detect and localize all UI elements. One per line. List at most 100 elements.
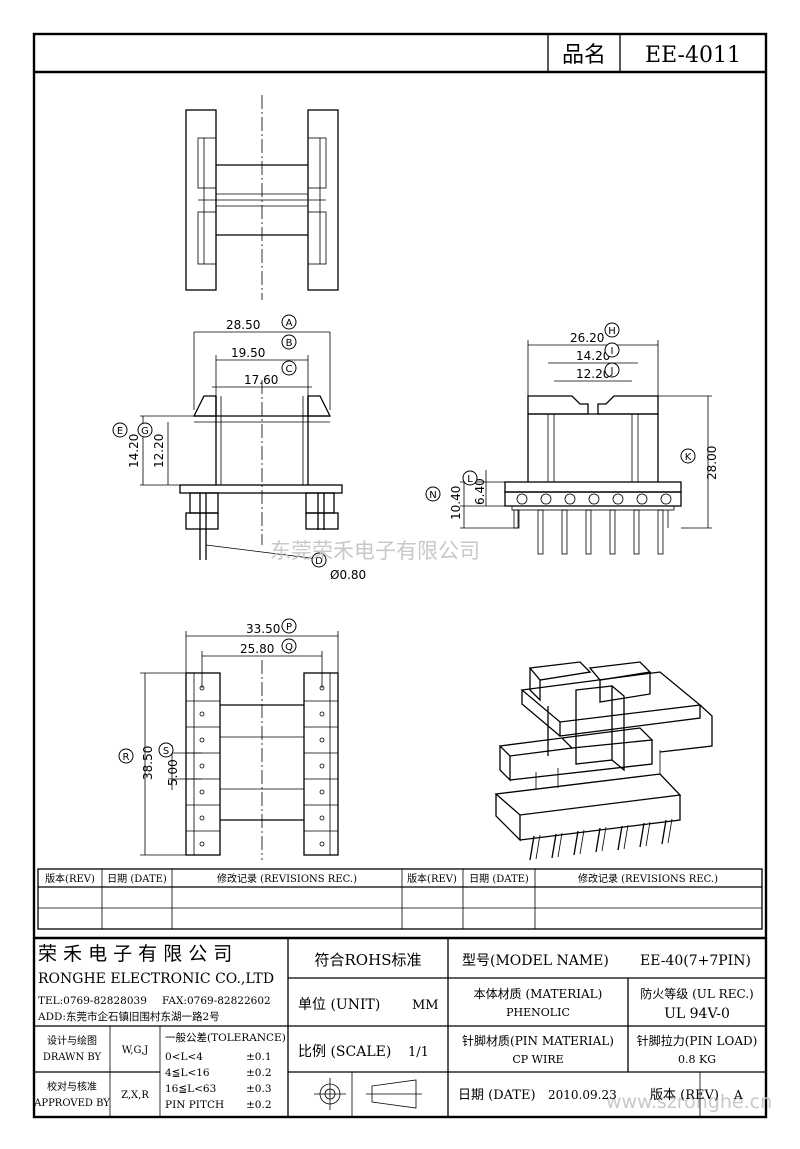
- revision-table: 版本(REV) 日期 (DATE) 修改记录 (REVISIONS REC.) …: [37, 868, 763, 930]
- svg-text:I: I: [611, 346, 614, 357]
- dim-h: 26.20: [570, 331, 604, 345]
- dim-d: Ø0.80: [330, 568, 366, 582]
- tolerance-range-4: PIN PITCH: [165, 1099, 224, 1111]
- balloon-e: E: [112, 422, 128, 438]
- bottom-view: 33.50 25.80 38.50 5.00: [140, 622, 339, 860]
- iso-pins: [529, 818, 673, 861]
- unit-label: 单位 (UNIT): [298, 997, 380, 1013]
- tolerance-val-4: ±0.2: [246, 1099, 272, 1111]
- balloon-j: J: [604, 362, 620, 378]
- tolerance-title: 一般公差(TOLERANCE): [165, 1031, 286, 1044]
- top-view: [185, 95, 339, 300]
- company-name-en: RONGHE ELECTRONIC CO.,LTD: [38, 971, 274, 987]
- dim-q: 25.80: [240, 642, 274, 656]
- rev-header-rec: 修改记录 (REVISIONS REC.): [217, 872, 357, 885]
- rev-header-date-2: 日期 (DATE): [469, 873, 529, 885]
- svg-text:K: K: [685, 452, 692, 463]
- bottom-pin-holes: [186, 685, 338, 847]
- tolerance-val-2: ±0.2: [246, 1067, 272, 1079]
- dim-n: 10.40: [449, 486, 463, 520]
- scale-label: 比例 (SCALE): [298, 1044, 391, 1060]
- tolerance-val-3: ±0.3: [246, 1083, 272, 1095]
- rev-label: 版本 (REV): [650, 1088, 719, 1103]
- drawn-by-value: W,G,J: [122, 1045, 149, 1056]
- tolerance-range-3: 16≦L<63: [165, 1083, 216, 1095]
- rev-value: A: [733, 1088, 743, 1102]
- pin-load-value: 0.8 KG: [678, 1053, 716, 1066]
- svg-text:N: N: [429, 490, 436, 501]
- balloon-p: P: [281, 618, 297, 634]
- rev-header-rec-2: 修改记录 (REVISIONS REC.): [578, 872, 718, 885]
- svg-text:G: G: [141, 426, 149, 437]
- pin-material-value: CP WIRE: [512, 1053, 563, 1066]
- balloon-l: L: [462, 470, 478, 486]
- svg-text:J: J: [610, 366, 614, 377]
- side-pins: [513, 493, 672, 555]
- svg-text:C: C: [286, 364, 293, 375]
- date-value: 2010.09.23: [548, 1088, 617, 1102]
- rev-header-rev: 版本(REV): [45, 872, 95, 885]
- balloon-i: I: [604, 342, 620, 358]
- part-label: 品名: [562, 43, 606, 68]
- approved-by-en: APPROVED BY: [33, 1098, 110, 1109]
- svg-text:B: B: [286, 338, 293, 349]
- watermark-company: 东莞荣禾电子有限公司: [270, 539, 480, 563]
- dim-g: 12.20: [152, 434, 166, 468]
- company-fax: FAX:0769-82822602: [162, 995, 271, 1007]
- date-label: 日期 (DATE): [458, 1088, 536, 1103]
- dim-r: 38.50: [141, 746, 155, 780]
- scale-value: 1/1: [408, 1045, 429, 1060]
- company-name-cn: 荣 禾 电 子 有 限 公 司: [38, 943, 232, 965]
- company-address: ADD:东莞市企石镇旧围村东湖一路2号: [37, 1010, 220, 1023]
- balloon-k: K: [680, 448, 696, 464]
- material-label: 本体材质 (MATERIAL): [474, 987, 603, 1001]
- title-block: 荣 禾 电 子 有 限 公 司 RONGHE ELECTRONIC CO.,LT…: [33, 936, 766, 1117]
- drawn-by-en: DRAWN BY: [43, 1052, 102, 1063]
- svg-text:R: R: [123, 752, 130, 763]
- dim-l: 6.40: [473, 478, 487, 505]
- balloon-c: C: [281, 360, 297, 376]
- dim-c: 17.60: [244, 373, 278, 387]
- dim-p: 33.50: [246, 622, 280, 636]
- front-view: 28.50 19.50 17.60 14.20 12.20 Ø0.80: [127, 318, 366, 582]
- dim-s: 5.00: [166, 759, 180, 786]
- dim-a: 28.50: [226, 318, 260, 332]
- dim-e: 14.20: [127, 434, 141, 468]
- sheet-border: [32, 32, 768, 1119]
- material-value: PHENOLIC: [506, 1006, 570, 1019]
- part-title-block: 品名 EE-4011: [34, 34, 766, 74]
- dim-i: 14.20: [576, 349, 610, 363]
- balloon-h: H: [604, 322, 620, 338]
- fire-rating-label: 防火等级 (UL REC.): [640, 986, 753, 1001]
- balloon-n: N: [425, 486, 441, 502]
- rev-header-date: 日期 (DATE): [107, 873, 167, 885]
- balloon-s: S: [158, 742, 174, 758]
- fire-rating-value: UL 94V-0: [664, 1006, 730, 1022]
- model-label: 型号(MODEL NAME): [462, 953, 609, 969]
- svg-text:L: L: [467, 474, 473, 485]
- watermark-site: www.szronghe.cn: [606, 1091, 772, 1113]
- svg-text:D: D: [315, 556, 323, 567]
- balloon-d: D: [311, 552, 327, 568]
- unit-value: MM: [412, 998, 439, 1013]
- balloons: A B C E G D H I J K L N P Q R S: [112, 314, 696, 764]
- isometric-view: [494, 661, 713, 861]
- balloon-r: R: [118, 748, 134, 764]
- approved-by-value: Z,X,R: [121, 1090, 149, 1101]
- balloon-a: A: [281, 314, 297, 330]
- projection-symbol: [314, 1078, 422, 1110]
- tolerance-range-1: 0<L<4: [165, 1051, 203, 1063]
- dim-b: 19.50: [231, 346, 265, 360]
- approved-by-cn: 校对与核准: [47, 1080, 97, 1093]
- balloon-q: Q: [281, 638, 297, 654]
- side-view: 26.20 14.20 12.20 28.00 6.40 10.40: [449, 331, 719, 555]
- company-tel: TEL:0769-82828039: [38, 995, 147, 1007]
- dim-k: 28.00: [705, 446, 719, 480]
- svg-text:H: H: [608, 326, 616, 337]
- dim-j: 12.20: [576, 367, 610, 381]
- balloon-b: B: [281, 334, 297, 350]
- rev-header-rev-2: 版本(REV): [407, 872, 457, 885]
- svg-text:E: E: [117, 426, 123, 437]
- rohs-compliance: 符合ROHS标准: [315, 951, 422, 969]
